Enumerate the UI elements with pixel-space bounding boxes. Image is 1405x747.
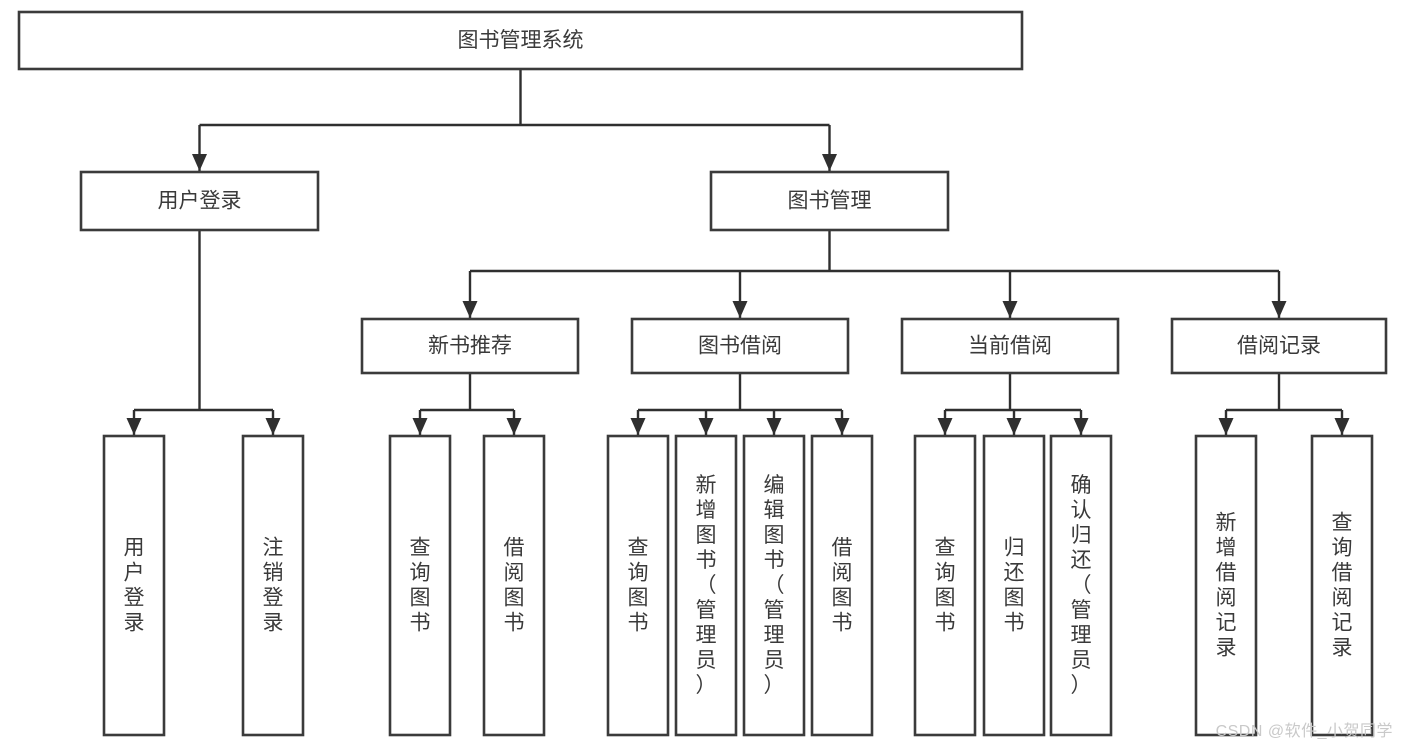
node-borrow-record-label: 借阅记录 xyxy=(1237,335,1321,358)
arrow-head-icon xyxy=(1006,418,1022,435)
node-borrow-record-box xyxy=(1170,317,1388,375)
node-leaf-query-book-3-label: 查询图书 xyxy=(935,537,956,635)
diagram-nodes: 图书管理系统用户登录图书管理新书推荐图书借阅当前借阅借阅记录用户登录注销登录查询… xyxy=(17,10,1388,737)
node-leaf-edit-book-admin-box xyxy=(742,434,806,737)
node-leaf-query-book-1[interactable]: 查询图书 xyxy=(388,434,452,737)
node-leaf-user-login-box xyxy=(102,434,166,737)
arrow-head-icon xyxy=(462,301,478,318)
node-leaf-query-book-1-label: 查询图书 xyxy=(410,537,431,635)
node-book-manage[interactable]: 图书管理 xyxy=(709,170,950,232)
node-leaf-query-book-2-box xyxy=(606,434,670,737)
node-book-borrow[interactable]: 图书借阅 xyxy=(630,317,850,375)
arrow-head-icon xyxy=(937,418,953,435)
node-leaf-user-logout-box xyxy=(241,434,305,737)
node-root-box xyxy=(17,10,1024,71)
node-leaf-add-borrow-record-box xyxy=(1194,434,1258,737)
node-leaf-add-book-admin-label: 新增图书（管理员） xyxy=(696,474,717,697)
arrow-head-icon xyxy=(630,418,646,435)
node-leaf-return-book-label: 归还图书 xyxy=(1004,537,1025,635)
arrow-head-icon xyxy=(126,418,142,435)
node-leaf-add-borrow-record-label: 新增借阅记录 xyxy=(1216,512,1237,660)
node-root-label: 图书管理系统 xyxy=(458,29,584,52)
node-book-manage-box xyxy=(709,170,950,232)
node-leaf-user-logout[interactable]: 注销登录 xyxy=(241,434,305,737)
arrow-head-icon xyxy=(1271,301,1287,318)
node-leaf-borrow-book-1-label: 借阅图书 xyxy=(504,537,525,635)
node-leaf-borrow-book-1[interactable]: 借阅图书 xyxy=(482,434,546,737)
node-leaf-borrow-book-2-label: 借阅图书 xyxy=(832,537,853,635)
arrow-head-icon xyxy=(412,418,428,435)
node-leaf-confirm-return-admin-label: 确认归还（管理员） xyxy=(1071,474,1092,697)
arrow-head-icon xyxy=(1334,418,1350,435)
node-leaf-add-book-admin[interactable]: 新增图书（管理员） xyxy=(674,434,738,737)
node-user-login-box xyxy=(79,170,320,232)
arrow-head-icon xyxy=(822,154,837,171)
connector-edges xyxy=(126,69,1350,435)
node-user-login-label: 用户登录 xyxy=(158,190,242,213)
node-leaf-query-book-2-label: 查询图书 xyxy=(628,537,649,635)
node-new-book-recommend[interactable]: 新书推荐 xyxy=(360,317,580,375)
node-leaf-user-login[interactable]: 用户登录 xyxy=(102,434,166,737)
node-current-borrow-box xyxy=(900,317,1120,375)
node-leaf-query-book-1-box xyxy=(388,434,452,737)
node-book-borrow-box xyxy=(630,317,850,375)
node-leaf-user-login-label: 用户登录 xyxy=(124,537,145,635)
node-current-borrow[interactable]: 当前借阅 xyxy=(900,317,1120,375)
node-new-book-recommend-label: 新书推荐 xyxy=(428,335,512,358)
arrow-head-icon xyxy=(834,418,850,435)
arrow-head-icon xyxy=(1073,418,1089,435)
arrow-head-icon xyxy=(506,418,522,435)
node-leaf-query-borrow-record[interactable]: 查询借阅记录 xyxy=(1310,434,1374,737)
arrow-head-icon xyxy=(265,418,281,435)
node-leaf-add-borrow-record[interactable]: 新增借阅记录 xyxy=(1194,434,1258,737)
node-leaf-borrow-book-2[interactable]: 借阅图书 xyxy=(810,434,874,737)
node-leaf-borrow-book-1-box xyxy=(482,434,546,737)
node-leaf-query-borrow-record-box xyxy=(1310,434,1374,737)
node-leaf-query-borrow-record-label: 查询借阅记录 xyxy=(1332,512,1353,660)
node-leaf-query-book-2[interactable]: 查询图书 xyxy=(606,434,670,737)
node-current-borrow-label: 当前借阅 xyxy=(968,335,1052,358)
node-book-manage-label: 图书管理 xyxy=(788,190,872,213)
node-leaf-return-book[interactable]: 归还图书 xyxy=(982,434,1046,737)
node-leaf-add-book-admin-box xyxy=(674,434,738,737)
node-borrow-record[interactable]: 借阅记录 xyxy=(1170,317,1388,375)
node-new-book-recommend-box xyxy=(360,317,580,375)
node-leaf-user-logout-label: 注销登录 xyxy=(263,537,284,635)
node-leaf-edit-book-admin[interactable]: 编辑图书（管理员） xyxy=(742,434,806,737)
arrow-head-icon xyxy=(192,154,207,171)
arrow-head-icon xyxy=(1002,301,1018,318)
node-leaf-edit-book-admin-label: 编辑图书（管理员） xyxy=(764,474,785,697)
arrow-head-icon xyxy=(766,418,782,435)
node-leaf-query-book-3[interactable]: 查询图书 xyxy=(913,434,977,737)
node-root[interactable]: 图书管理系统 xyxy=(17,10,1024,71)
arrow-head-icon xyxy=(732,301,748,318)
node-leaf-query-book-3-box xyxy=(913,434,977,737)
node-leaf-confirm-return-admin[interactable]: 确认归还（管理员） xyxy=(1049,434,1113,737)
node-leaf-borrow-book-2-box xyxy=(810,434,874,737)
arrow-head-icon xyxy=(1218,418,1234,435)
node-user-login[interactable]: 用户登录 xyxy=(79,170,320,232)
node-leaf-return-book-box xyxy=(982,434,1046,737)
watermark-text: CSDN @软件_小贺同学 xyxy=(1215,723,1393,740)
arrow-head-icon xyxy=(698,418,714,435)
node-book-borrow-label: 图书借阅 xyxy=(698,335,782,358)
node-leaf-confirm-return-admin-box xyxy=(1049,434,1113,737)
